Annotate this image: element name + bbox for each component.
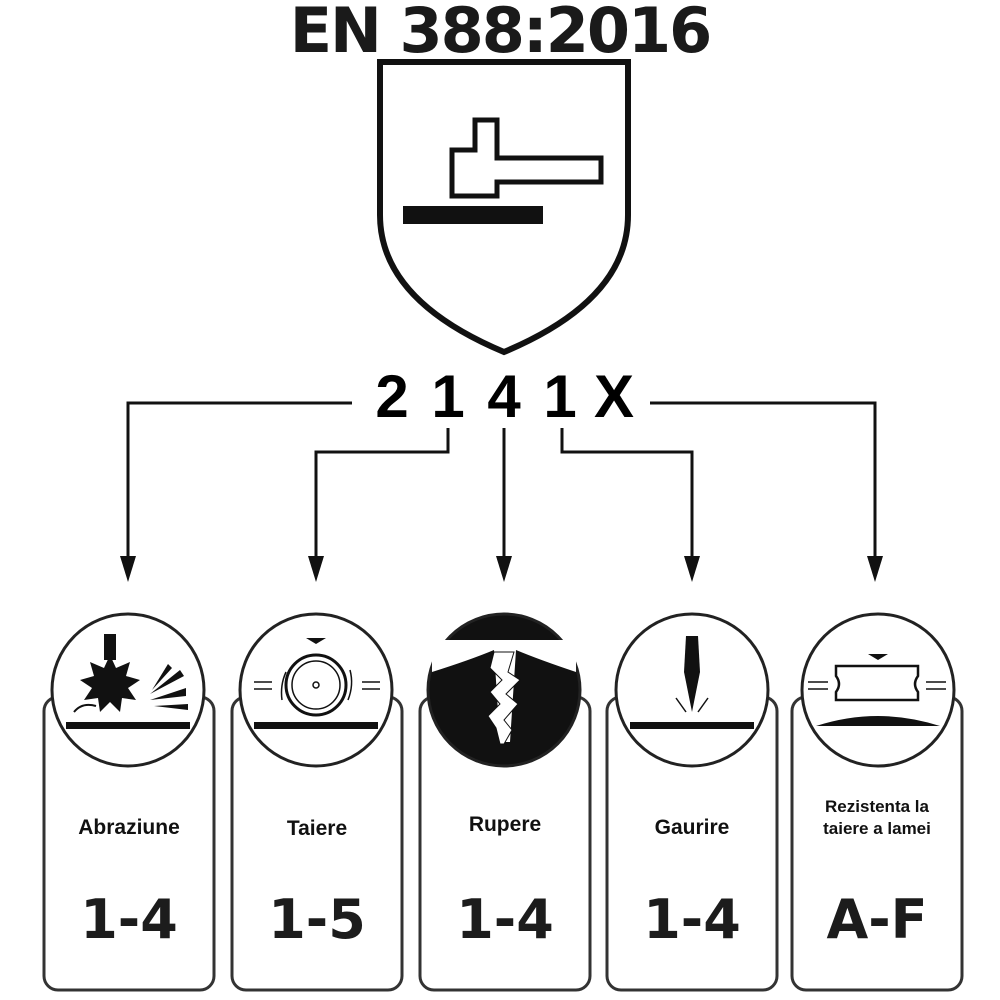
abrasion-icon xyxy=(50,612,206,768)
connector-blade xyxy=(650,401,877,570)
code-digit-tear: 4 xyxy=(487,363,521,430)
tear-icon xyxy=(426,612,582,768)
card-range-cut: 1-5 xyxy=(268,888,366,951)
connector-puncture xyxy=(560,428,694,570)
cards xyxy=(42,695,964,992)
card-label-tear: Rupere xyxy=(468,813,542,836)
code-digit-abrasion: 2 xyxy=(375,363,409,430)
card-label-blade-line1: Rezistenta la xyxy=(825,797,929,816)
arrow-blade xyxy=(867,556,883,582)
arrow-puncture xyxy=(684,556,700,582)
standard-title: EN 388:2016 xyxy=(289,0,713,67)
puncture-icon xyxy=(614,612,770,768)
card-label-cut: Taiere xyxy=(286,817,348,840)
card-label-blade: Rezistenta la taiere a lamei xyxy=(792,796,962,840)
code-digit-puncture: 1 xyxy=(543,363,577,430)
card-range-blade: A-F xyxy=(826,888,928,951)
blade-cut-iso-icon xyxy=(800,612,956,768)
connector-cut xyxy=(314,428,450,570)
card-label-blade-line2: taiere a lamei xyxy=(823,819,931,838)
card-label-abrasion: Abraziune xyxy=(78,816,180,839)
arrowheads xyxy=(120,556,883,582)
arrow-cut xyxy=(308,556,324,582)
card-label-puncture: Gaurire xyxy=(654,816,730,839)
card-range-puncture: 1-4 xyxy=(643,888,741,951)
connector-abrasion xyxy=(126,401,352,570)
code-digit-blade: X xyxy=(593,363,635,430)
connectors xyxy=(126,401,877,570)
card-range-tear: 1-4 xyxy=(456,888,554,951)
arrow-abrasion xyxy=(120,556,136,582)
card-range-abrasion: 1-4 xyxy=(80,888,178,951)
code-digit-cut: 1 xyxy=(431,363,465,430)
arrow-tear xyxy=(496,556,512,582)
hammer-shield-icon xyxy=(377,59,631,356)
cut-coup-test-icon xyxy=(238,612,394,768)
